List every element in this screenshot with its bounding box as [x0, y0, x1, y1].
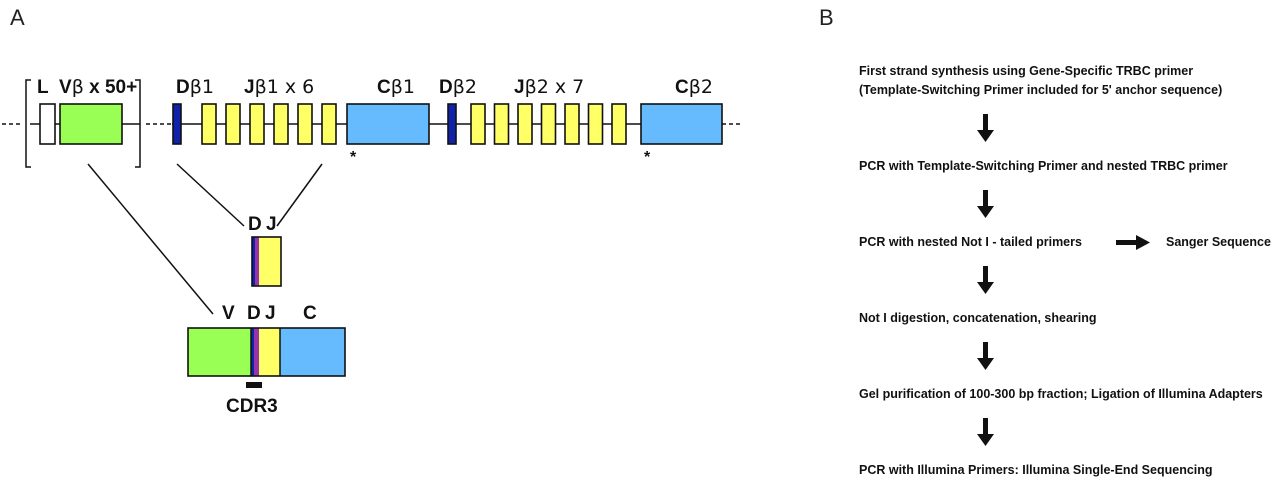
c-beta2-label: Cβ2 — [675, 76, 713, 98]
dj-outline — [251, 236, 282, 287]
j-beta2-segment-1 — [470, 103, 486, 145]
d-beta1-suffix: 1 — [202, 76, 214, 98]
v-beta-main: V — [59, 77, 72, 98]
sanger-sequence-label: Sanger Sequence — [1166, 235, 1271, 249]
j-beta2-suffix: 2 x 7 — [537, 76, 585, 98]
c-beta1-label: Cβ1 — [377, 76, 415, 98]
dj-d-blue-strip — [252, 237, 255, 286]
panel-label-a: A — [10, 5, 25, 30]
dj-j-segment — [259, 237, 281, 286]
right-bracket — [135, 79, 141, 168]
step-3: PCR with nested Not I - tailed primers — [859, 235, 1082, 249]
j-beta2-segment-7 — [611, 103, 627, 145]
vdjc-c-label: C — [303, 303, 317, 324]
down-arrow-1 — [977, 114, 994, 142]
c-beta2-segment — [640, 103, 723, 145]
down-arrow-2 — [977, 190, 994, 218]
vdjc-outline — [187, 327, 346, 377]
j-beta1-segment-4 — [273, 103, 289, 145]
vdjc-j-segment — [259, 328, 280, 376]
vdjc-j-label: J — [265, 303, 276, 324]
j-beta2-segment-4 — [540, 103, 557, 145]
v-beta-suffix: x 50+ — [84, 77, 137, 98]
vdjc-v-segment — [188, 328, 251, 376]
j-beta2-segment-2 — [493, 103, 510, 145]
c-beta1-greek: β — [391, 76, 403, 98]
j-beta1-main: J — [244, 77, 255, 98]
step-4: Not I digestion, concatenation, shearing — [859, 311, 1097, 325]
j-beta1-segment-1 — [201, 103, 217, 145]
cdr3-bar — [246, 382, 262, 388]
j-beta1-greek: β — [255, 76, 267, 98]
d-beta2-greek: β — [453, 76, 465, 98]
d-beta2-label: Dβ2 — [439, 76, 477, 98]
j-beta2-main: J — [514, 77, 525, 98]
j-beta1-suffix: 1 x 6 — [267, 76, 315, 98]
step-1-line-2: (Template-Switching Primer included for … — [859, 83, 1222, 97]
j-beta1-segment-2 — [225, 103, 241, 145]
c-beta2-suffix: 2 — [701, 76, 713, 98]
workflow: First strand synthesis using Gene-Specif… — [859, 64, 1271, 477]
j-beta1-label: Jβ1 x 6 — [244, 76, 314, 98]
leader-label: L — [37, 77, 49, 98]
vdjc-v-label: V — [222, 303, 235, 324]
right-arrow — [1116, 235, 1150, 250]
c-beta2-greek: β — [689, 76, 701, 98]
j-beta1-segment-6 — [321, 103, 337, 145]
j-beta2-segment-5 — [564, 103, 580, 145]
v-segment — [59, 103, 123, 145]
j-beta1-segment-3 — [249, 103, 265, 145]
d-beta2-main: D — [439, 77, 453, 98]
leader-segment — [39, 103, 56, 145]
connector-v-to-vdjc — [87, 163, 214, 315]
connector-d-to-dj — [176, 163, 245, 227]
c-beta1-segment — [346, 103, 430, 145]
marker-c-beta2: * — [644, 149, 651, 166]
v-beta-label: Vβ x 50+ — [59, 76, 137, 98]
step-2: PCR with Template-Switching Primer and n… — [859, 159, 1228, 173]
c-beta1-main: C — [377, 77, 391, 98]
j-beta2-group — [470, 103, 627, 145]
dj-rearrangement: D J — [248, 214, 282, 287]
dj-j-label: J — [266, 214, 277, 235]
step-1-line-1: First strand synthesis using Gene-Specif… — [859, 64, 1193, 78]
d-beta2-suffix: 2 — [465, 76, 477, 98]
panel-label-b: B — [819, 5, 834, 30]
marker-c-beta1: * — [350, 149, 357, 166]
c-beta2-main: C — [675, 77, 689, 98]
c-beta1-suffix: 1 — [403, 76, 415, 98]
j-beta2-segment-3 — [517, 103, 533, 145]
v-beta-greek: β — [72, 76, 84, 98]
j-beta1-group — [201, 103, 337, 145]
vdjc-rearrangement: V D J C CDR3 — [187, 303, 346, 417]
vdjc-c-segment — [280, 328, 345, 376]
vdjc-d-blue-strip — [251, 328, 254, 376]
down-arrow-5 — [977, 418, 994, 446]
down-arrow-4 — [977, 342, 994, 370]
dj-d-junction-strip — [255, 237, 259, 286]
d-beta1-greek: β — [190, 76, 202, 98]
d-beta1-segment — [172, 103, 182, 145]
dj-d-label: D — [248, 214, 262, 235]
j-beta2-label: Jβ2 x 7 — [514, 76, 584, 98]
d-beta1-label: Dβ1 — [176, 76, 214, 98]
j-beta2-greek: β — [525, 76, 537, 98]
connector-j-to-dj — [276, 163, 323, 227]
germline-locus: * * L Vβ x 50+ Dβ1 Jβ1 x 6 Cβ1 Dβ2 Jβ2 x… — [2, 76, 742, 168]
d-beta2-segment — [447, 103, 457, 145]
step-5: Gel purification of 100-300 bp fraction;… — [859, 387, 1263, 401]
left-bracket — [25, 79, 31, 168]
j-beta2-segment-6 — [587, 103, 604, 145]
j-beta1-segment-5 — [297, 103, 313, 145]
vdjc-d-label: D — [247, 303, 261, 324]
vdjc-d-junction-strip — [254, 328, 259, 376]
down-arrow-3 — [977, 266, 994, 294]
d-beta1-main: D — [176, 77, 190, 98]
cdr3-label: CDR3 — [226, 396, 278, 417]
step-6: PCR with Illumina Primers: Illumina Sing… — [859, 463, 1213, 477]
